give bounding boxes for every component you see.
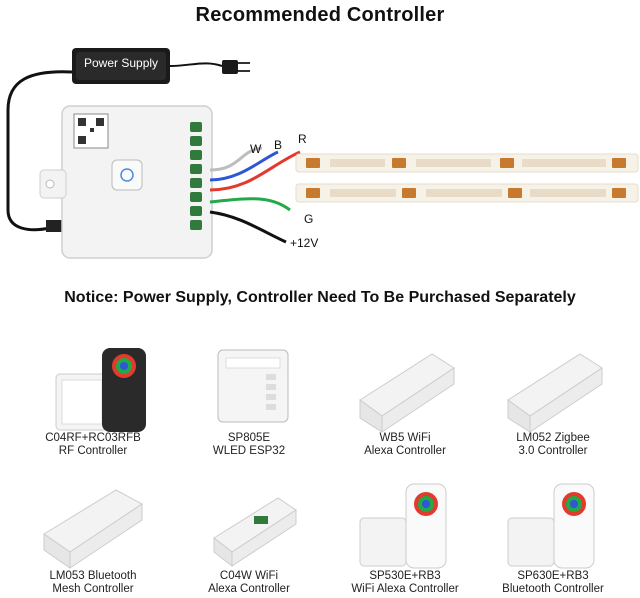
wled-controller-icon bbox=[217, 349, 289, 423]
wifi-remote-controller-icon bbox=[359, 483, 447, 569]
controller-card: SP805E WLED ESP32 bbox=[174, 340, 324, 458]
controller-line2: WiFi Alexa Controller bbox=[351, 583, 459, 595]
controller-card: SP630E+RB3 Bluetooth Controller bbox=[478, 482, 628, 596]
wifi-controller-icon bbox=[213, 497, 297, 568]
controller-line2: Alexa Controller bbox=[364, 445, 446, 457]
bluetooth-remote-controller-icon bbox=[507, 483, 595, 569]
wiring-diagram bbox=[0, 30, 640, 285]
wire-label-12v: +12V bbox=[290, 236, 319, 250]
controller-line2: RF Controller bbox=[58, 445, 128, 457]
controller-card: C04W WiFi Alexa Controller bbox=[174, 482, 324, 596]
controller-line2: WLED ESP32 bbox=[212, 445, 286, 457]
controller-card: WB5 WiFi Alexa Controller bbox=[330, 340, 480, 458]
controller-line2: Alexa Controller bbox=[208, 583, 290, 595]
power-supply-label: Power Supply bbox=[84, 56, 159, 70]
bluetooth-controller-icon bbox=[43, 489, 143, 569]
controller-line1: SP805E bbox=[227, 432, 271, 444]
notice-text: Notice: Power Supply, Controller Need To… bbox=[64, 289, 576, 306]
wire-label-g: G bbox=[304, 212, 314, 226]
controller-line1: WB5 WiFi bbox=[379, 432, 431, 444]
controller-line1: C04W WiFi bbox=[219, 570, 279, 582]
controller-card: SP530E+RB3 WiFi Alexa Controller bbox=[330, 482, 480, 596]
wire-label-r: R bbox=[298, 132, 307, 146]
controller-line1: LM053 Bluetooth bbox=[49, 570, 137, 582]
wifi-controller-icon bbox=[359, 353, 455, 433]
controller-line1: SP530E+RB3 bbox=[369, 570, 441, 582]
controller-line2: 3.0 Controller bbox=[518, 445, 588, 457]
controller-card: C04RF+RC03RFB RF Controller bbox=[18, 340, 168, 458]
controller-line1: SP630E+RB3 bbox=[517, 570, 589, 582]
rf-remote-controller-icon bbox=[55, 348, 146, 432]
wiring-diagram-graphic bbox=[6, 48, 639, 259]
controller-line2: Mesh Controller bbox=[52, 583, 134, 595]
controller-line2: Bluetooth Controller bbox=[502, 583, 604, 595]
controller-card: LM053 Bluetooth Mesh Controller bbox=[18, 482, 168, 596]
page-title: Recommended Controller bbox=[195, 4, 445, 26]
controller-line1: LM052 Zigbee bbox=[516, 432, 590, 444]
wire-label-w: W bbox=[250, 142, 262, 156]
controller-card: LM052 Zigbee 3.0 Controller bbox=[478, 340, 628, 458]
wire-label-b: B bbox=[274, 138, 283, 152]
controller-line1: C04RF+RC03RFB bbox=[45, 432, 141, 444]
zigbee-controller-icon bbox=[507, 353, 603, 433]
